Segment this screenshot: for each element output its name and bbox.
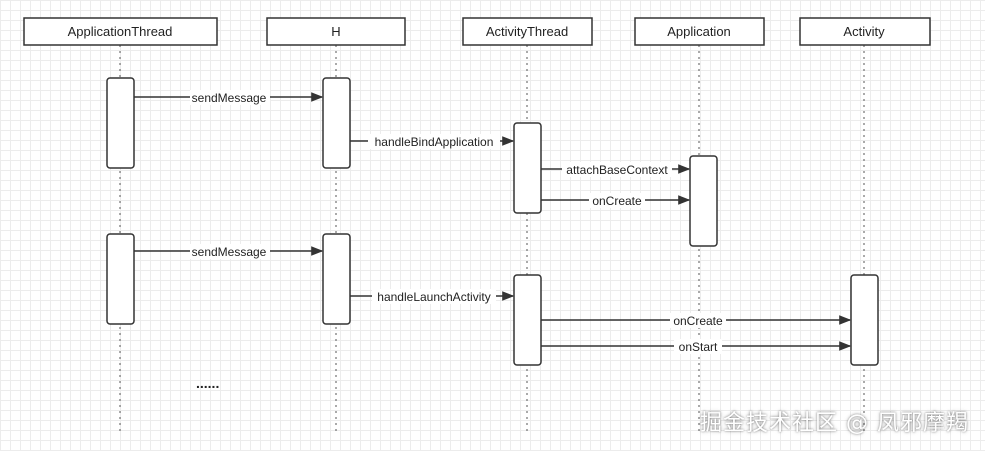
message-label: onCreate [673,314,723,328]
message-label: onStart [679,340,718,354]
message-labels: sendMessage handleBindApplication attach… [190,90,726,354]
message-label: handleLaunchActivity [377,290,490,304]
activation-activitythread-2 [513,274,542,366]
message-label: sendMessage [192,245,267,259]
activation-h-1 [322,77,351,169]
participant-box-activitythread [462,17,593,46]
watermark: 掘金技术社区 @ 凤邪摩羯 [700,411,969,436]
message-label: attachBaseContext [566,163,668,177]
message-label: onCreate [592,194,642,208]
participant-label-h: H [331,24,340,39]
participant-label-activity: Activity [843,24,885,39]
activation-activitythread-1 [513,122,542,214]
participant-box-activity [799,17,931,46]
activation-application [689,155,718,247]
ellipsis: ...... [196,375,219,391]
activation-h-2 [322,233,351,325]
participant-box-application [634,17,765,46]
participant-box-h [266,17,406,46]
participant-label-applicationthread: ApplicationThread [68,24,173,39]
activation-applicationthread-1 [106,77,135,169]
message-label: sendMessage [192,91,267,105]
participant-box-applicationthread [23,17,218,46]
activation-applicationthread-2 [106,233,135,325]
lifelines [119,45,865,435]
participant-label-application: Application [667,24,731,39]
participant-headers: ApplicationThread H ActivityThread Appli… [23,17,931,46]
activation-bars [106,77,879,366]
activation-activity [850,274,879,366]
participant-label-activitythread: ActivityThread [486,24,568,39]
message-label: handleBindApplication [375,135,494,149]
